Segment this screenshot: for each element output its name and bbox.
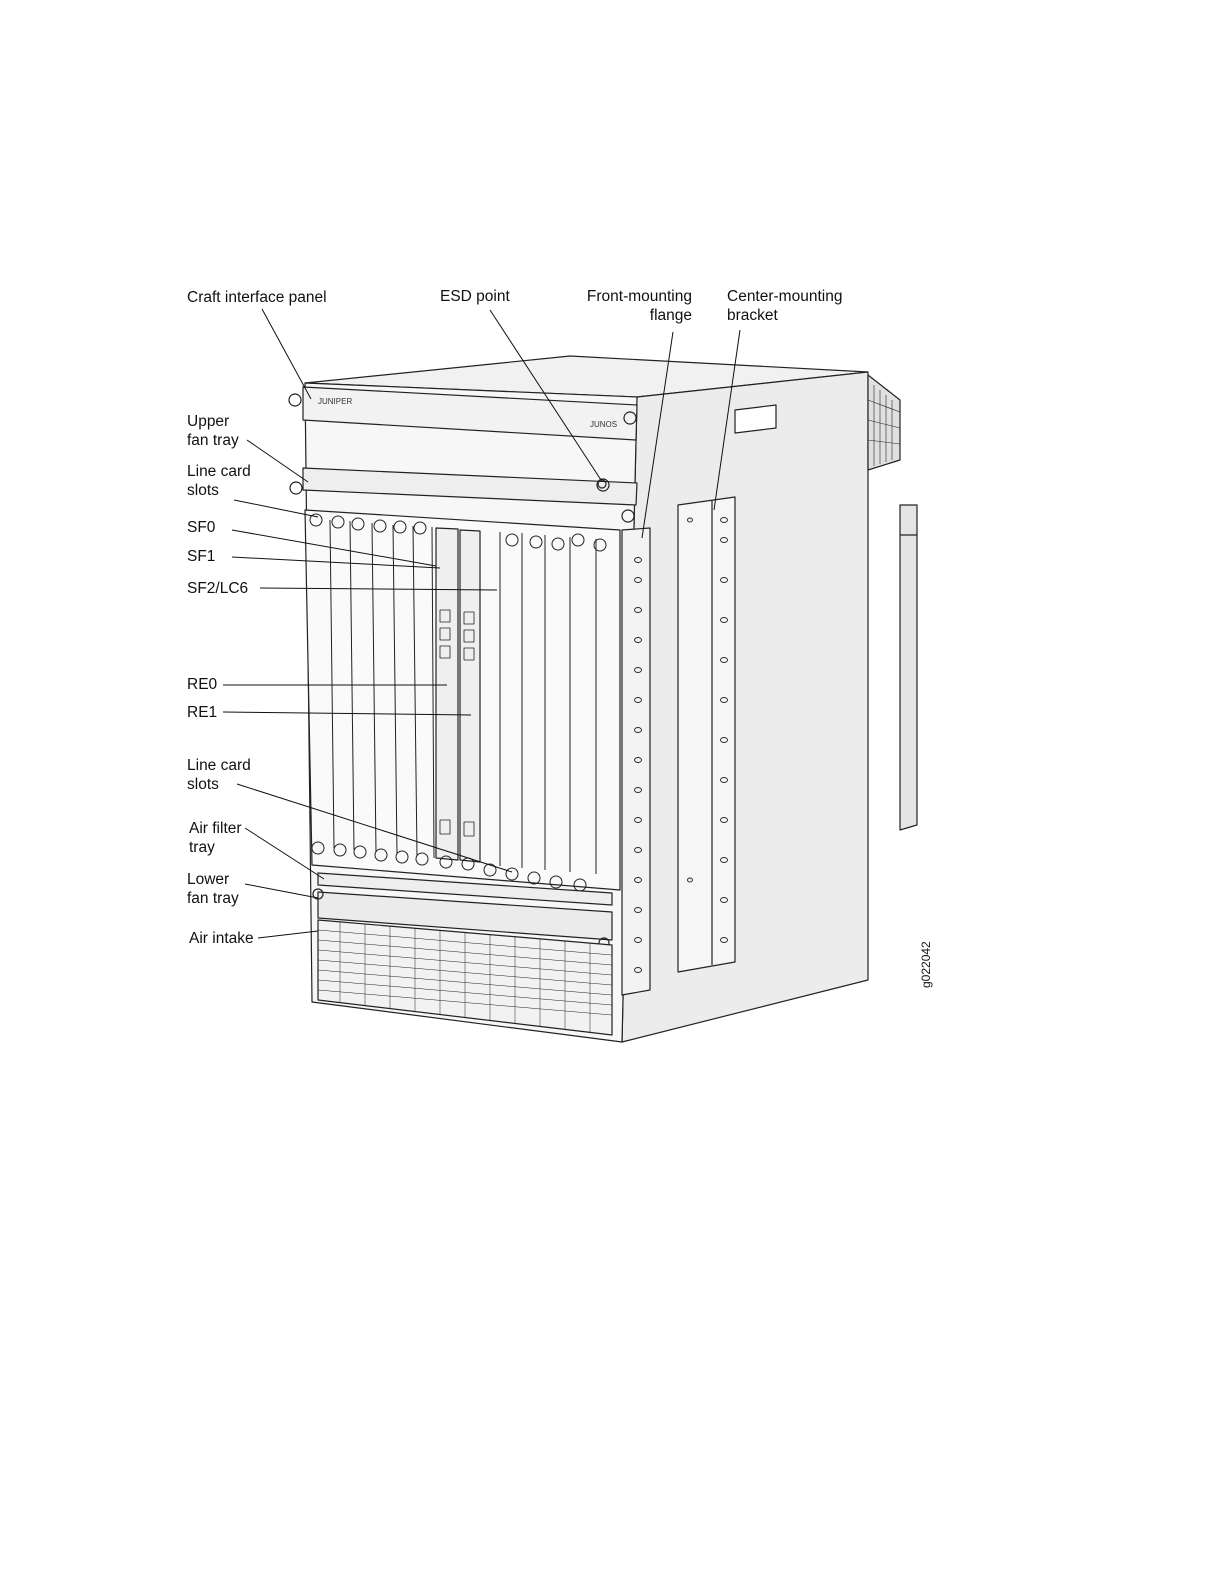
junos-logo-text: JUNOS	[590, 420, 617, 429]
callout-sf0: SF0	[187, 518, 215, 537]
juniper-logo-text: JUNIPER	[318, 397, 352, 406]
callout-re1: RE1	[187, 703, 217, 722]
callout-lower-fan-tray: Lower fan tray	[187, 870, 239, 908]
re0-module	[436, 528, 458, 860]
rear-vent	[868, 375, 900, 470]
callout-line-card-slots-top: Line card slots	[187, 462, 251, 500]
figure-id: g022042	[919, 941, 933, 988]
callout-front-mounting-flange: Front-mounting flange	[584, 287, 692, 325]
callout-re0: RE0	[187, 675, 217, 694]
rear-box	[900, 505, 917, 830]
center-mounting-bracket-shape	[678, 497, 735, 972]
callout-esd-point: ESD point	[440, 287, 510, 306]
callout-craft-interface-panel: Craft interface panel	[187, 288, 327, 307]
callout-air-filter-tray: Air filter tray	[189, 819, 242, 857]
callout-sf1: SF1	[187, 547, 215, 566]
re1-module	[460, 530, 480, 862]
callout-sf2-lc6: SF2/LC6	[187, 579, 248, 598]
callout-air-intake: Air intake	[189, 929, 254, 948]
callout-upper-fan-tray: Upper fan tray	[187, 412, 239, 450]
side-cutout	[735, 405, 776, 433]
chassis-side	[622, 372, 868, 1042]
front-mounting-flange-shape	[622, 528, 650, 995]
callout-center-mounting-bracket: Center-mounting bracket	[727, 287, 842, 325]
callout-line-card-slots-bottom: Line card slots	[187, 756, 251, 794]
